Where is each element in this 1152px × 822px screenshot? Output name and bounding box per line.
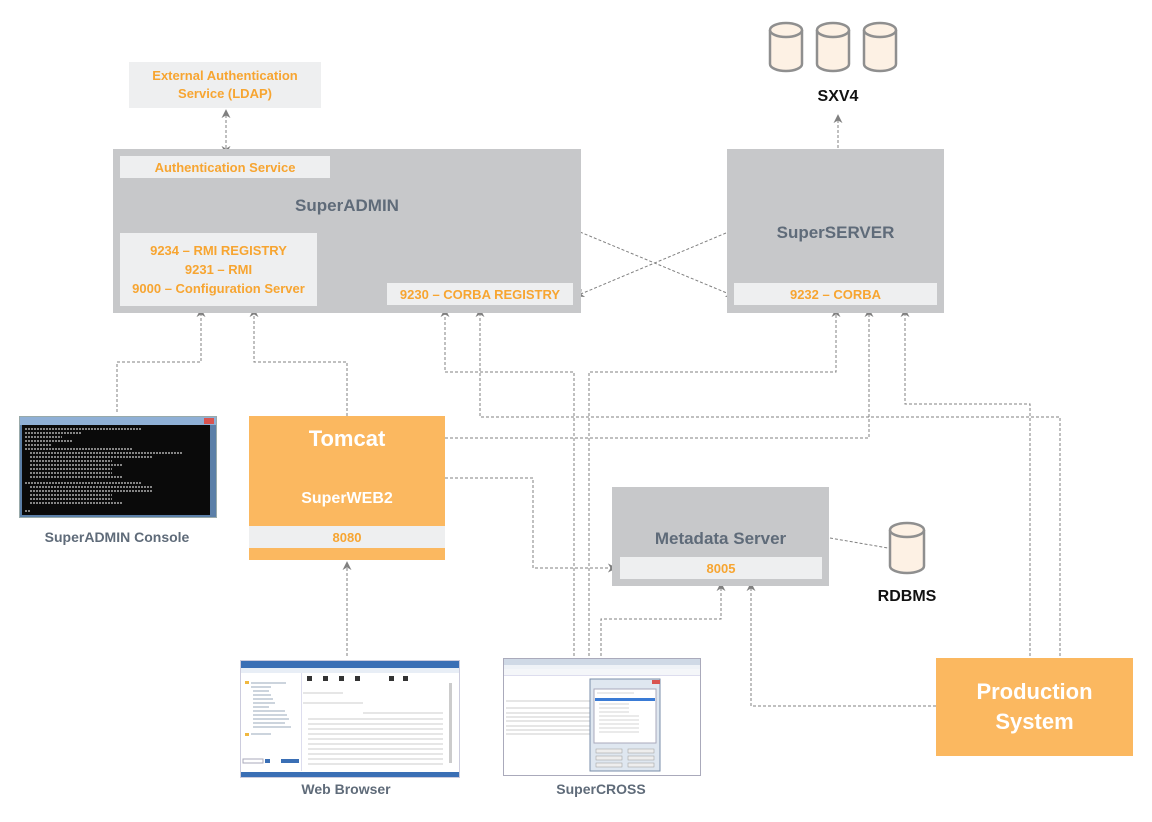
tomcat-title: Tomcat [308, 426, 386, 451]
port-rmi: 9231 – RMI [184, 262, 253, 277]
connector-tomcat-superadmin [249, 308, 348, 416]
authentication-service-label: Authentication Service [154, 159, 296, 175]
rdbms-label: RDBMS [877, 588, 937, 605]
port-rmi-registry: 9234 – RMI REGISTRY [150, 243, 287, 258]
close-icon [204, 418, 214, 424]
superweb2-title: SuperWEB2 [301, 490, 393, 507]
supercross-menubar [504, 665, 700, 669]
external-auth-service[interactable]: External Authentication Service (LDAP) [129, 62, 321, 108]
connector-tomcat-superserver [445, 308, 874, 439]
port-configuration-server: 9000 – Configuration Server [132, 281, 305, 296]
tomcat-port-label: 8080 [332, 529, 362, 545]
browser-table-panel [303, 673, 455, 771]
sxv4-label: SXV4 [817, 88, 859, 105]
superadmin-server[interactable]: Authentication Service SuperADMIN 9234 –… [113, 149, 581, 313]
web-browser-screenshot[interactable] [240, 660, 460, 778]
external-auth-line2: Service (LDAP) [178, 86, 272, 101]
authentication-service[interactable]: Authentication Service [120, 156, 330, 178]
connector-console-superadmin [116, 308, 206, 412]
connector-superadmin-superserver [579, 231, 735, 298]
connector-tomcat-metadata [445, 477, 617, 573]
connector-supercross-metadata [600, 582, 726, 656]
connector-superserver-superadmin [575, 232, 727, 298]
metadata-server-title: Metadata Server [654, 529, 787, 548]
supercross-titlebar [504, 659, 700, 665]
sxv4-storage[interactable]: SXV4 [765, 20, 905, 116]
production-system[interactable]: Production System [936, 658, 1133, 756]
superserver-title: SuperSERVER [776, 223, 895, 242]
tomcat-port[interactable]: 8080 [249, 526, 445, 548]
metadata-port[interactable]: 8005 [620, 557, 822, 579]
rdbms[interactable]: RDBMS [862, 518, 952, 610]
superserver[interactable]: SuperSERVER 9232 – CORBA [727, 149, 944, 313]
supercross-toolbar [504, 669, 700, 676]
database-cylinder-icon [768, 21, 898, 73]
connector-supercross-superserver [588, 308, 841, 656]
browser-breadcrumb [241, 668, 459, 673]
tomcat-server[interactable]: Tomcat SuperWEB2 8080 [249, 416, 445, 560]
browser-footer [241, 772, 459, 777]
production-system-line2: System [995, 709, 1074, 734]
console-caption: SuperADMIN Console [44, 529, 190, 545]
metadata-server[interactable]: Metadata Server 8005 [612, 487, 829, 586]
metadata-port-label: 8005 [706, 560, 736, 576]
corba-registry-label: 9230 – CORBA REGISTRY [399, 286, 561, 302]
supercross-caption: SuperCROSS [556, 781, 646, 797]
browser-tree-panel [241, 673, 302, 771]
external-auth-line1: External Authentication [152, 68, 298, 83]
corba-port[interactable]: 9232 – CORBA [734, 283, 937, 305]
browser-top-nav [241, 661, 459, 668]
production-system-line1: Production [976, 679, 1093, 704]
corba-registry-port[interactable]: 9230 – CORBA REGISTRY [387, 283, 573, 305]
corba-port-label: 9232 – CORBA [789, 286, 882, 302]
database-cylinder-icon [888, 521, 926, 575]
web-browser-caption: Web Browser [301, 781, 391, 797]
connector-supercross-corba-registry [440, 308, 575, 656]
console-titlebar [20, 417, 216, 425]
connector-production-corba-registry [475, 308, 1061, 656]
supercross-screenshot[interactable] [503, 658, 701, 776]
rmi-ports-panel[interactable]: 9234 – RMI REGISTRY 9231 – RMI 9000 – Co… [120, 233, 317, 306]
superadmin-console-screenshot[interactable] [19, 416, 217, 518]
superadmin-title: SuperADMIN [295, 196, 399, 215]
console-output [22, 425, 210, 515]
